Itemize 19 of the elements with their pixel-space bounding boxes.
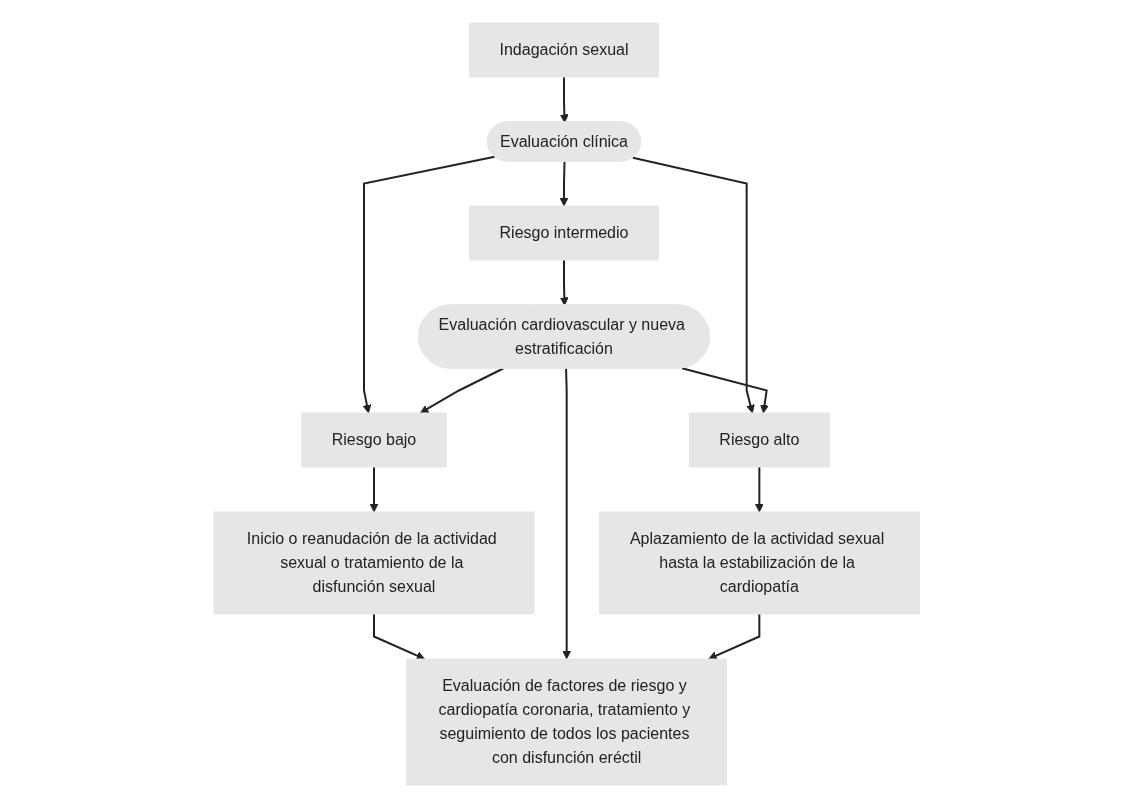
node-box: Riesgo intermedio — [468, 205, 659, 261]
arrow — [708, 613, 761, 660]
node-box: Evaluación de factores de riesgo y cardiopatía coronaria, tratamiento y seguimiento de todos los pacientes con disfunción eréctil — [406, 658, 727, 786]
node-box: Inicio o reanudación de la actividad sexual o tratamiento de la disfunción sexual — [213, 511, 535, 615]
arrow — [372, 613, 425, 660]
arrow — [559, 76, 569, 123]
node-box: Riesgo bajo — [301, 412, 447, 468]
arrow — [369, 466, 379, 513]
arrow — [754, 466, 764, 513]
node-box: Indagación sexual — [468, 22, 659, 78]
arrow — [631, 156, 755, 414]
arrow — [559, 160, 569, 207]
node-box: Riesgo alto — [688, 412, 830, 468]
arrow — [559, 259, 569, 306]
arrow — [680, 367, 769, 414]
node-box: Aplazamiento de la actividad sexual hasta la estabilización de la cardiopatía — [598, 511, 920, 615]
arrow — [362, 155, 496, 414]
arrow — [562, 367, 571, 660]
arrow — [419, 367, 505, 414]
